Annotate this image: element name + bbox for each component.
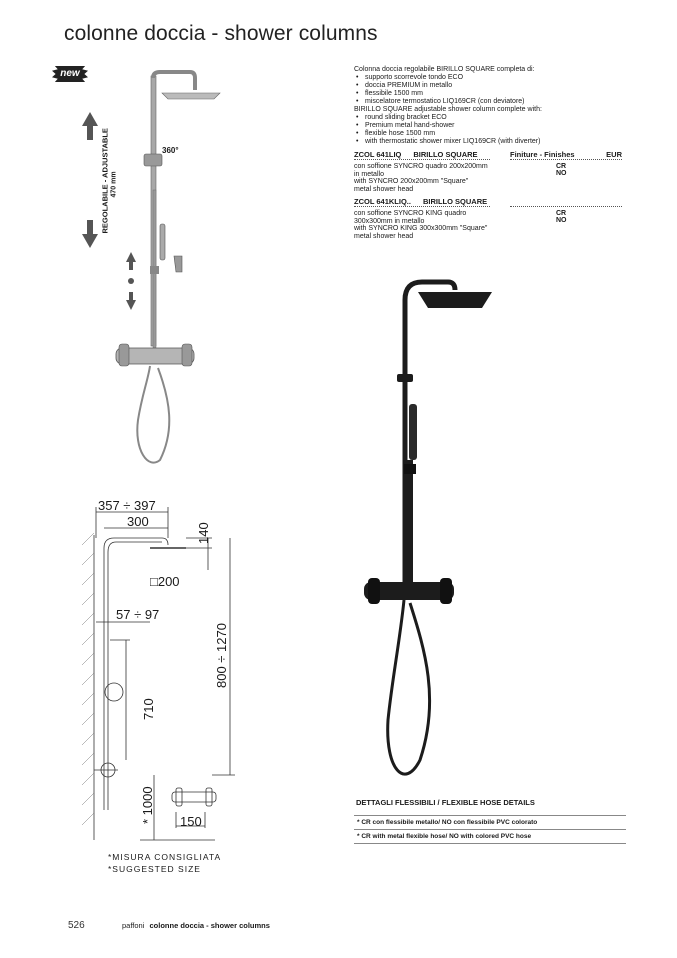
- desc-it-item: flessibile 1500 mm: [354, 90, 624, 98]
- adjustable-label: REGOLABILE - ADJUSTABLE: [100, 128, 110, 234]
- finishes-header: Finiture - Finishes EUR: [510, 150, 622, 160]
- dim-slide: 710: [141, 698, 156, 720]
- dim-head: □200: [150, 574, 180, 589]
- footer-brand: paffoni: [122, 921, 145, 930]
- product-code: ZCOL 641KLIQ..: [354, 197, 411, 206]
- finishes-divider: [510, 197, 622, 207]
- desc-it-intro: Colonna doccia regolabile BIRILLO SQUARE…: [354, 66, 535, 73]
- code-header-2: ZCOL 641KLIQ.. BIRILLO SQUARE: [354, 197, 490, 207]
- desc-en-item: Premium metal hand-shower: [354, 122, 624, 130]
- footer-section: colonne doccia - shower columns: [149, 921, 270, 930]
- hose-details-title: DETTAGLI FLESSIBILI / FLEXIBLE HOSE DETA…: [356, 798, 535, 807]
- page-title: colonne doccia - shower columns: [64, 22, 378, 45]
- dim-width: 357 ÷ 397: [98, 498, 156, 513]
- dim-height: 800 ÷ 1270: [214, 623, 229, 688]
- desc-en-item: round sliding bracket ECO: [354, 114, 624, 122]
- dim-floor: * 1000: [140, 786, 155, 824]
- note-it: *MISURA CONSIGLIATA: [108, 852, 222, 862]
- finishes-list-1: CR NO: [556, 163, 567, 177]
- desc-en-item: with thermostatic shower mixer LIQ169CR …: [354, 138, 624, 146]
- code-header-1: ZCOL 641LIQ BIRILLO SQUARE: [354, 150, 490, 160]
- rotation-label: 360°: [162, 146, 179, 155]
- desc-en-intro: BIRILLO SQUARE adjustable shower column …: [354, 106, 542, 113]
- note-en: *SUGGESTED SIZE: [108, 864, 201, 874]
- adjustable-range: 470 mm: [110, 171, 118, 198]
- page-number: 526: [68, 920, 85, 931]
- product-description: Colonna doccia regolabile BIRILLO SQUARE…: [354, 66, 624, 146]
- product-code: ZCOL 641LIQ: [354, 150, 402, 159]
- product-name: BIRILLO SQUARE: [413, 150, 478, 159]
- code-description-1: con soffione SYNCRO quadro 200x200mm in …: [354, 163, 488, 193]
- desc-it-item: doccia PREMIUM in metallo: [354, 82, 624, 90]
- hose-details-box: * CR con flessibile metallo/ NO con fles…: [354, 815, 626, 844]
- dim-offset: 57 ÷ 97: [116, 607, 160, 622]
- dim-head-height: 140: [196, 522, 211, 544]
- footer-text: paffoni colonne doccia - shower columns: [122, 921, 270, 930]
- code-table: ZCOL 641LIQ BIRILLO SQUARE Finiture - Fi…: [354, 150, 624, 240]
- finishes-list-2: CR NO: [556, 210, 567, 224]
- desc-it-item: miscelatore termostatico LIQ169CR (con d…: [354, 98, 624, 106]
- hose-detail-it: * CR con flessibile metallo/ NO con fles…: [354, 815, 626, 830]
- desc-it-item: supporto scorrevole tondo ECO: [354, 74, 624, 82]
- code-description-2: con soffione SYNCRO KING quadro 300x300m…: [354, 210, 488, 240]
- dim-arm: 300: [127, 514, 149, 529]
- desc-en-item: flexible hose 1500 mm: [354, 130, 624, 138]
- hose-detail-en: * CR with metal flexible hose/ NO with c…: [354, 830, 626, 844]
- new-badge: new: [52, 66, 88, 82]
- dim-mixer: 150: [180, 814, 202, 829]
- product-name: BIRILLO SQUARE: [422, 197, 488, 206]
